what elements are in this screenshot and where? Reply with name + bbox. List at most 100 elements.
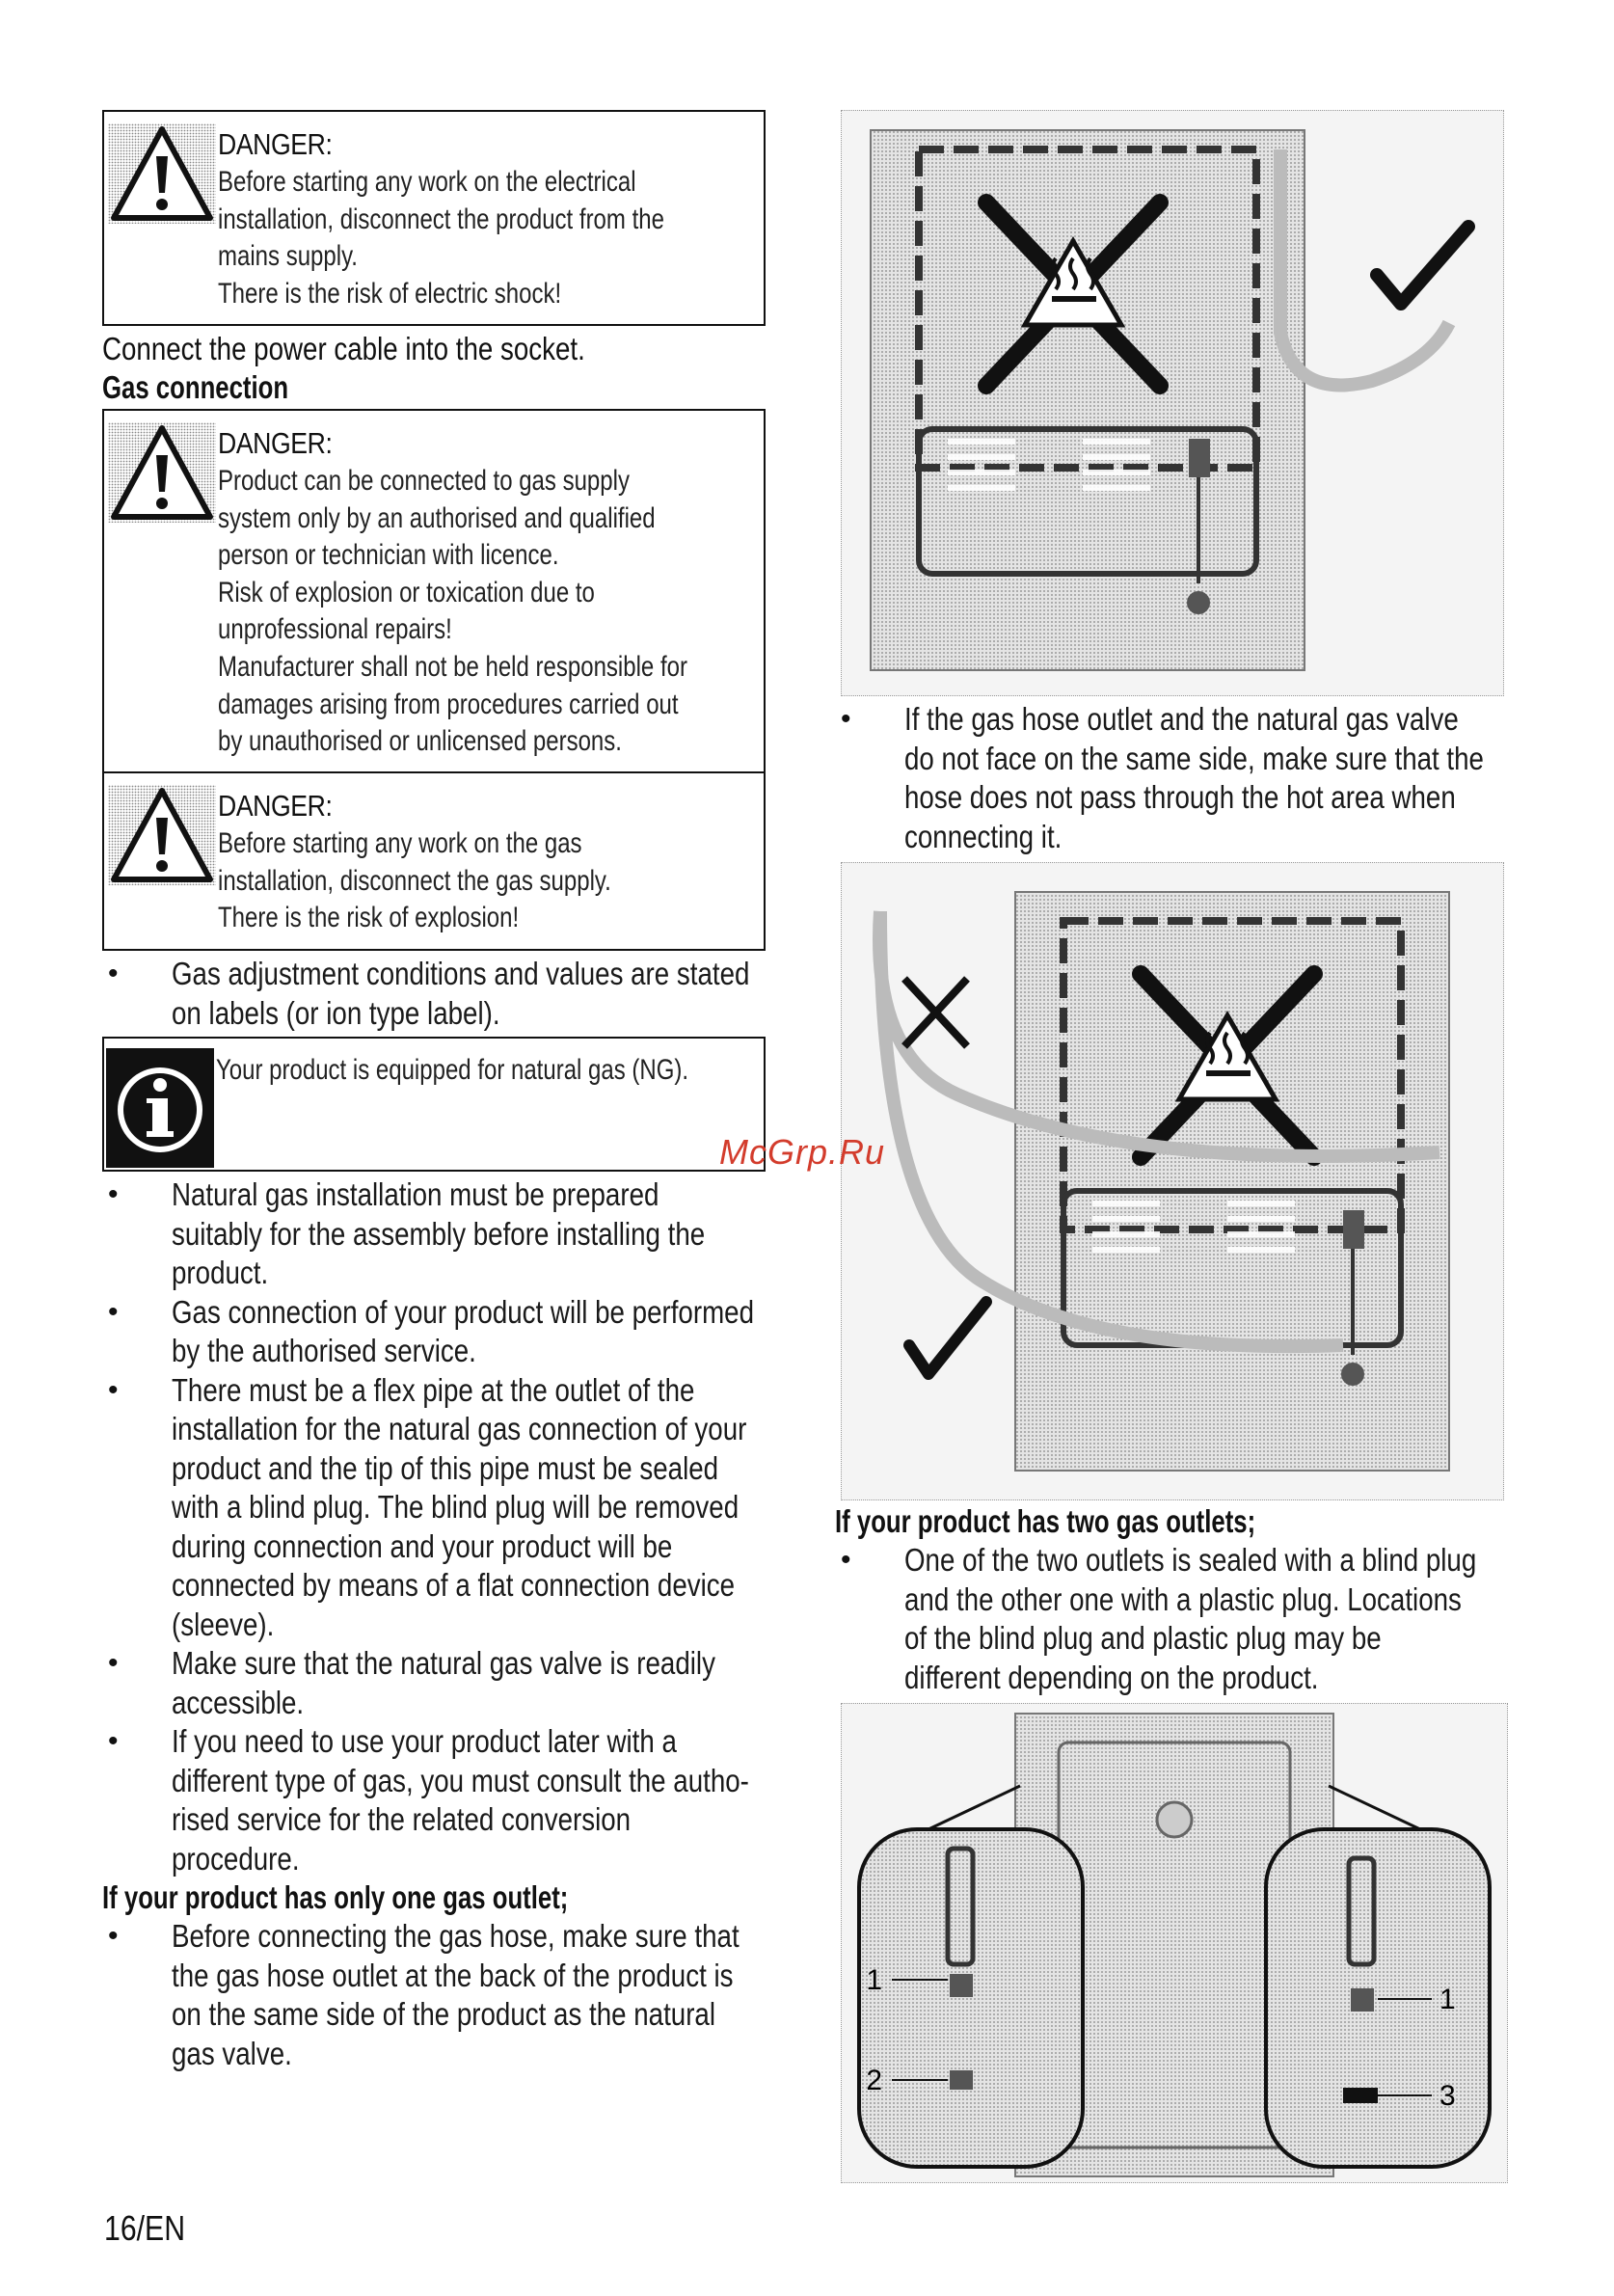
bullet-line: product and the tip of this pipe must be… — [172, 1449, 719, 1486]
bullet-line: gas valve. — [172, 2035, 292, 2071]
bullet-list: • Natural gas installation must be prepa… — [102, 1175, 793, 1878]
bullet-line: do not face on the same side, make sure … — [904, 740, 1484, 776]
danger-text-line: installation, disconnect the product fro… — [218, 203, 664, 235]
bullet-line: the gas hose outlet at the back of the p… — [172, 1957, 734, 1993]
bullet-line: procedure. — [172, 1840, 300, 1877]
danger-text-line: person or technician with licence. — [218, 539, 559, 572]
bullet-dot: • — [108, 1920, 119, 1952]
bullet-dot: • — [108, 1295, 119, 1328]
bullet-dot: • — [841, 703, 851, 735]
bullet-item: • There must be a flex pipe at the outle… — [102, 1371, 793, 1645]
bullet-line: suitably for the assembly before install… — [172, 1215, 706, 1252]
bullet-line: during connection and your product will … — [172, 1527, 673, 1564]
danger-text-line: There is the risk of electric shock! — [218, 277, 562, 310]
bullet-line: rised service for the related conversion — [172, 1801, 632, 1837]
danger-text-line: mains supply. — [218, 240, 358, 273]
bullet-dot: • — [108, 1373, 119, 1406]
bullet-line: connected by means of a flat connection … — [172, 1567, 736, 1603]
two-outlets-diagram: 1 2 1 3 — [857, 1713, 1492, 2177]
one-outlet-heading: If your product has only one gas outlet; — [102, 1879, 569, 1915]
bullet-line: There must be a flex pipe at the outlet … — [172, 1371, 695, 1408]
page-number: 16/EN — [104, 2208, 186, 2248]
callout-2-left: 2 — [866, 2065, 882, 2096]
hot-surface-icon — [1020, 235, 1126, 328]
danger-text-line: There is the risk of explosion! — [218, 902, 520, 934]
bullet-gas-adjustment: • Gas adjustment conditions and values a… — [102, 955, 793, 1033]
bullet-line: Before connecting the gas hose, make sur… — [172, 1918, 740, 1954]
bullet-one-outlet: • Before connecting the gas hose, make s… — [102, 1917, 793, 2073]
danger-text-line: damages arising from procedures carried … — [218, 688, 679, 720]
bullet-line: of the blind plug and plastic plug may b… — [904, 1620, 1382, 1656]
bullet-item: • Natural gas installation must be prepa… — [102, 1175, 793, 1293]
bullet-dot: • — [108, 1725, 119, 1757]
bullet-line: product. — [172, 1255, 269, 1290]
right-column: • If the gas hose outlet and the natural… — [835, 110, 1525, 2183]
connect-power-text: Connect the power cable into the socket. — [102, 331, 585, 366]
gas-connection-heading: Gas connection — [102, 369, 289, 405]
bullet-item: • Gas connection of your product will be… — [102, 1293, 793, 1371]
danger-box-electrical: DANGER: Before starting any work on the … — [102, 110, 766, 326]
bullet-line: Make sure that the natural gas valve is … — [172, 1645, 715, 1681]
figure-hose-routing — [841, 862, 1504, 1500]
callout-1-left: 1 — [866, 1964, 882, 1996]
bullet-line: If you need to use your product later wi… — [172, 1723, 677, 1759]
warning-triangle-icon — [108, 123, 216, 224]
bullet-line: different depending on the product. — [904, 1659, 1319, 1695]
danger-text-line: Risk of explosion or toxication due to — [218, 576, 595, 608]
bullet-item: • Make sure that the natural gas valve i… — [102, 1644, 793, 1722]
danger-box-gas-supply: DANGER: Product can be connected to gas … — [102, 409, 766, 773]
bullet-line: One of the two outlets is sealed with a … — [904, 1542, 1477, 1578]
bullet-line: installation for the natural gas connect… — [172, 1411, 747, 1446]
danger-text-line: Before starting any work on the gas — [218, 827, 582, 859]
danger-title: DANGER: — [218, 426, 333, 460]
check-icon — [1370, 220, 1475, 311]
info-box-natural-gas: Your product is equipped for natural gas… — [102, 1037, 766, 1172]
warning-triangle-icon — [108, 422, 216, 523]
bullet-dot: • — [108, 1178, 119, 1210]
bullet-line: and the other one with a plastic plug. L… — [904, 1580, 1462, 1617]
bullet-two-outlets: • One of the two outlets is sealed with … — [835, 1541, 1525, 1697]
bullet-line: hose does not pass through the hot area … — [904, 779, 1456, 815]
figure-same-side-hose — [841, 110, 1504, 696]
bullet-line: (sleeve). — [172, 1606, 275, 1642]
danger-text-line: system only by an authorised and qualifi… — [218, 501, 656, 534]
warning-triangle-icon — [108, 785, 216, 885]
bullet-dot: • — [841, 1544, 851, 1576]
bullet-hose-side: • If the gas hose outlet and the natural… — [835, 700, 1525, 856]
bullet-line: different type of gas, you must consult … — [172, 1762, 749, 1798]
bullet-line: by the authorised service. — [172, 1333, 476, 1368]
bullet-line: connecting it. — [904, 818, 1063, 854]
bullet-line: Gas connection of your product will be p… — [172, 1293, 754, 1330]
bullet-dot: • — [108, 958, 119, 989]
danger-text-line: installation, disconnect the gas supply. — [218, 864, 611, 897]
danger-title: DANGER: — [218, 127, 333, 161]
danger-text-line: Product can be connected to gas supply — [218, 465, 630, 497]
danger-text-line: Manufacturer shall not be held responsib… — [218, 650, 687, 683]
figure-two-outlets: 1 2 1 3 — [841, 1703, 1508, 2183]
danger-text-line: unprofessional repairs! — [218, 613, 452, 646]
check-icon — [903, 1296, 992, 1380]
bullet-line: Natural gas installation must be prepare… — [172, 1176, 659, 1212]
info-text: Your product is equipped for natural gas… — [216, 1054, 689, 1086]
bullet-line: on labels (or ion type label). — [172, 994, 500, 1031]
bullet-line: If the gas hose outlet and the natural g… — [904, 701, 1459, 737]
bullet-line: with a blind plug. The blind plug will b… — [172, 1489, 740, 1525]
left-detail-circle — [857, 1827, 1085, 2169]
bullet-line: Gas adjustment conditions and values are… — [172, 956, 750, 991]
bullet-dot: • — [108, 1647, 119, 1679]
callout-3-right: 3 — [1439, 2080, 1456, 2112]
oven-back-diagram — [873, 891, 1450, 1472]
hot-surface-icon — [1174, 1010, 1280, 1102]
danger-text-line: by unauthorised or unlicensed persons. — [218, 725, 622, 758]
two-outlets-heading: If your product has two gas outlets; — [835, 1503, 1256, 1539]
watermark-text: McGrp.Ru — [719, 1132, 886, 1172]
oven-back-diagram — [870, 129, 1475, 671]
info-icon — [106, 1048, 214, 1168]
callout-1-right: 1 — [1439, 1984, 1456, 2015]
danger-text-line: Before starting any work on the electric… — [218, 166, 636, 198]
bullet-item: • If you need to use your product later … — [102, 1722, 793, 1878]
left-column: DANGER: Before starting any work on the … — [102, 110, 793, 2073]
danger-title: DANGER: — [218, 789, 333, 823]
bullet-line: on the same side of the product as the n… — [172, 1996, 716, 2032]
bullet-line: accessible. — [172, 1684, 305, 1720]
